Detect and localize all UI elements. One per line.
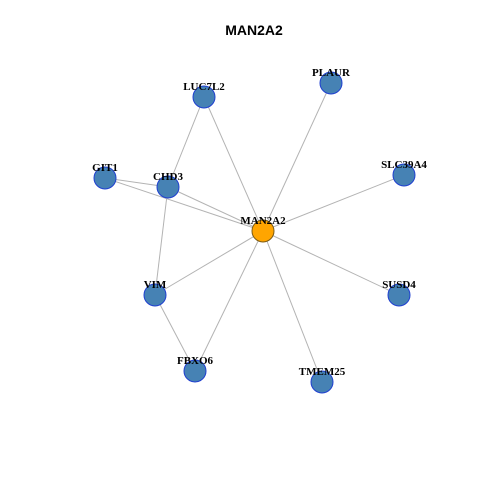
node-vim: VIM xyxy=(143,279,167,307)
node-slc39a4: SLC39A4 xyxy=(381,159,427,187)
edge-chd3-man2a2 xyxy=(167,186,264,232)
edge-git1-man2a2 xyxy=(104,177,264,232)
edge-fbxo6-man2a2 xyxy=(194,230,264,372)
node-luc7l2: LUC7L2 xyxy=(183,81,225,109)
edge-luc7l2-chd3 xyxy=(167,96,205,188)
edge-chd3-vim xyxy=(154,186,169,296)
node-label: LUC7L2 xyxy=(183,81,225,93)
node-circle xyxy=(143,283,167,307)
node-circle xyxy=(192,85,216,109)
node-man2a2: MAN2A2 xyxy=(240,215,286,243)
node-label: MAN2A2 xyxy=(240,215,286,227)
edge-plaur-man2a2 xyxy=(262,82,332,232)
node-label: GIT1 xyxy=(92,162,118,174)
node-label: CHD3 xyxy=(153,171,183,183)
edge-susd4-man2a2 xyxy=(262,230,400,296)
node-circle xyxy=(387,283,411,307)
node-circle xyxy=(183,359,207,383)
node-circle xyxy=(251,219,275,243)
node-label: FBXO6 xyxy=(177,355,214,367)
node-circle xyxy=(156,175,180,199)
node-label: SUSD4 xyxy=(382,279,416,291)
node-fbxo6: FBXO6 xyxy=(177,355,214,383)
edge-vim-man2a2 xyxy=(154,230,264,296)
node-circle xyxy=(310,370,334,394)
node-label: VIM xyxy=(144,279,167,291)
node-git1: GIT1 xyxy=(92,162,118,190)
node-tmem25: TMEM25 xyxy=(299,366,346,394)
edge-vim-fbxo6 xyxy=(154,294,196,372)
node-circle xyxy=(93,166,117,190)
node-circle xyxy=(319,71,343,95)
node-plaur: PLAUR xyxy=(312,67,351,95)
edge-layer xyxy=(104,82,405,383)
node-label: PLAUR xyxy=(312,67,351,79)
edge-slc39a4-man2a2 xyxy=(262,174,405,232)
node-susd4: SUSD4 xyxy=(382,279,416,307)
node-label: TMEM25 xyxy=(299,366,346,378)
diagram-title: MAN2A2 xyxy=(225,22,283,38)
edge-luc7l2-man2a2 xyxy=(203,96,264,232)
node-circle xyxy=(392,163,416,187)
node-chd3: CHD3 xyxy=(153,171,183,199)
edge-tmem25-man2a2 xyxy=(262,230,323,383)
node-label: SLC39A4 xyxy=(381,159,427,171)
